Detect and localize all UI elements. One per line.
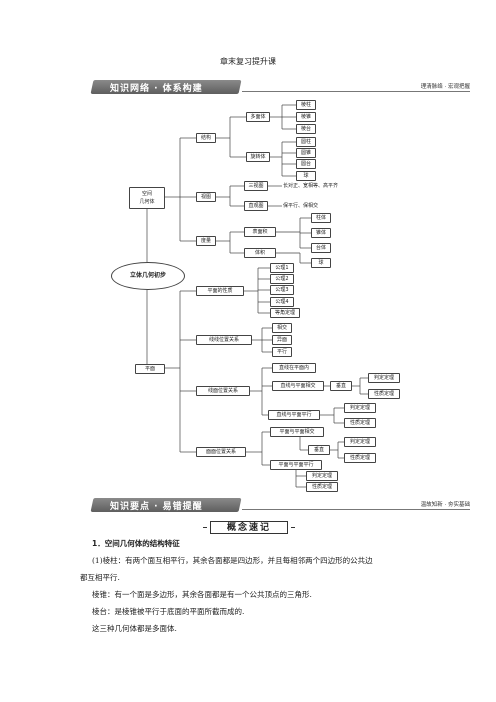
node-property-theorem-2: 性质定理 bbox=[344, 418, 376, 428]
page-title: 章末复习提升课 bbox=[220, 57, 276, 66]
node-frustum: 棱台 bbox=[296, 124, 316, 134]
node-plane-plane-parallel: 平面与平面平行 bbox=[270, 460, 322, 470]
node-intersect: 相交 bbox=[272, 323, 292, 333]
intuitive-view-rule: 保平行、保相交 bbox=[283, 203, 319, 209]
node-decision-theorem-2: 判定定理 bbox=[344, 403, 376, 413]
section-banner-knowledge-network: 知识网络 · 体系构建 理清脉络 · 宏观把握 bbox=[90, 80, 470, 94]
banner-subtitle: 理清脉络 · 宏观把握 bbox=[420, 84, 470, 90]
node-line-in-plane: 直线在平面内 bbox=[272, 363, 316, 373]
node-views: 视图 bbox=[196, 192, 216, 202]
node-line-plane: 线面位置关系 bbox=[196, 386, 250, 396]
node-axiom-1: 公理1 bbox=[270, 263, 294, 273]
node-property-theorem-1: 性质定理 bbox=[368, 389, 400, 399]
node-polyhedron: 多面体 bbox=[246, 112, 270, 122]
paragraph-prism: (1)棱柱：有两个面互相平行，其余各面都是四边形，并且每相邻两个四边形的公共边 bbox=[92, 556, 373, 565]
node-axiom-2: 公理2 bbox=[270, 274, 294, 284]
node-perpendicular: 垂直 bbox=[330, 381, 352, 391]
node-space-solid: 空间 几何体 bbox=[129, 187, 165, 209]
node-decision-theorem-3: 判定定理 bbox=[344, 437, 376, 447]
section-banner-key-points: 知识要点 · 易错提醒 温故知新 · 夯实基础 bbox=[90, 498, 470, 512]
node-property-theorem-4: 性质定理 bbox=[306, 482, 338, 492]
node-surface-area: 表面积 bbox=[244, 227, 276, 237]
node-decision-theorem-1: 判定定理 bbox=[368, 373, 400, 383]
paragraph-pyramid: 棱锥：有一个面是多边形，其余各面都是有一个公共顶点的三角形. bbox=[92, 590, 312, 599]
node-axiom-4: 公理4 bbox=[270, 297, 294, 307]
node-plane-plane: 面面位置关系 bbox=[196, 447, 246, 457]
node-equal-angle-theorem: 等角定理 bbox=[270, 308, 300, 318]
concept-quick-notes-tag: 概念速记 bbox=[203, 521, 295, 534]
node-volume: 体积 bbox=[244, 248, 276, 258]
node-intuitive-view: 直观图 bbox=[244, 201, 268, 211]
node-ball: 球 bbox=[311, 258, 331, 268]
node-parallel: 平行 bbox=[272, 347, 292, 357]
node-column-solid: 柱体 bbox=[311, 213, 331, 223]
banner-label: 知识网络 · 体系构建 bbox=[110, 84, 203, 94]
node-frustum-solid: 台体 bbox=[311, 243, 331, 253]
node-perpendicular-2: 垂直 bbox=[308, 445, 330, 455]
node-measure: 度量 bbox=[196, 236, 216, 246]
node-rotation-solid: 旋转体 bbox=[246, 152, 270, 162]
node-decision-theorem-4: 判定定理 bbox=[306, 471, 338, 481]
root-node: 立体几何初步 bbox=[111, 262, 185, 290]
paragraph-frustum: 棱台：是棱锥被平行于底面的平面所截而成的. bbox=[92, 607, 245, 616]
node-plane-plane-intersect: 平面与平面相交 bbox=[270, 427, 324, 437]
node-structure: 结构 bbox=[196, 133, 216, 143]
node-axiom-3: 公理3 bbox=[270, 285, 294, 295]
banner-label: 知识要点 · 易错提醒 bbox=[110, 502, 203, 512]
node-pyramid: 棱锥 bbox=[296, 112, 316, 122]
node-sphere: 球 bbox=[296, 171, 316, 181]
node-skew: 异面 bbox=[272, 335, 292, 345]
node-plane: 平面 bbox=[135, 364, 165, 374]
node-cone: 圆锥 bbox=[296, 148, 316, 158]
banner-subtitle: 温故知新 · 夯实基础 bbox=[420, 502, 470, 508]
paragraph-prism-cont: 都互相平行. bbox=[80, 573, 120, 582]
node-line-plane-intersect: 直线与平面相交 bbox=[272, 381, 324, 391]
node-property-theorem-3: 性质定理 bbox=[344, 453, 376, 463]
node-line-line: 线线位置关系 bbox=[196, 335, 252, 345]
node-three-views: 三视图 bbox=[244, 181, 268, 191]
node-line-plane-parallel: 直线与平面平行 bbox=[268, 410, 320, 420]
node-plane-properties: 平面的性质 bbox=[196, 286, 244, 296]
paragraph-polyhedra: 这三种几何体都是多面体. bbox=[92, 624, 177, 633]
node-cone-solid: 锥体 bbox=[311, 228, 331, 238]
heading-structure-features: 1．空间几何体的结构特征 bbox=[92, 539, 180, 548]
three-views-rule: 长对正、宽相等、高平齐 bbox=[283, 183, 339, 189]
node-cylinder: 圆柱 bbox=[296, 137, 316, 147]
node-prism: 棱柱 bbox=[296, 100, 316, 110]
node-cone-frustum: 圆台 bbox=[296, 159, 316, 169]
